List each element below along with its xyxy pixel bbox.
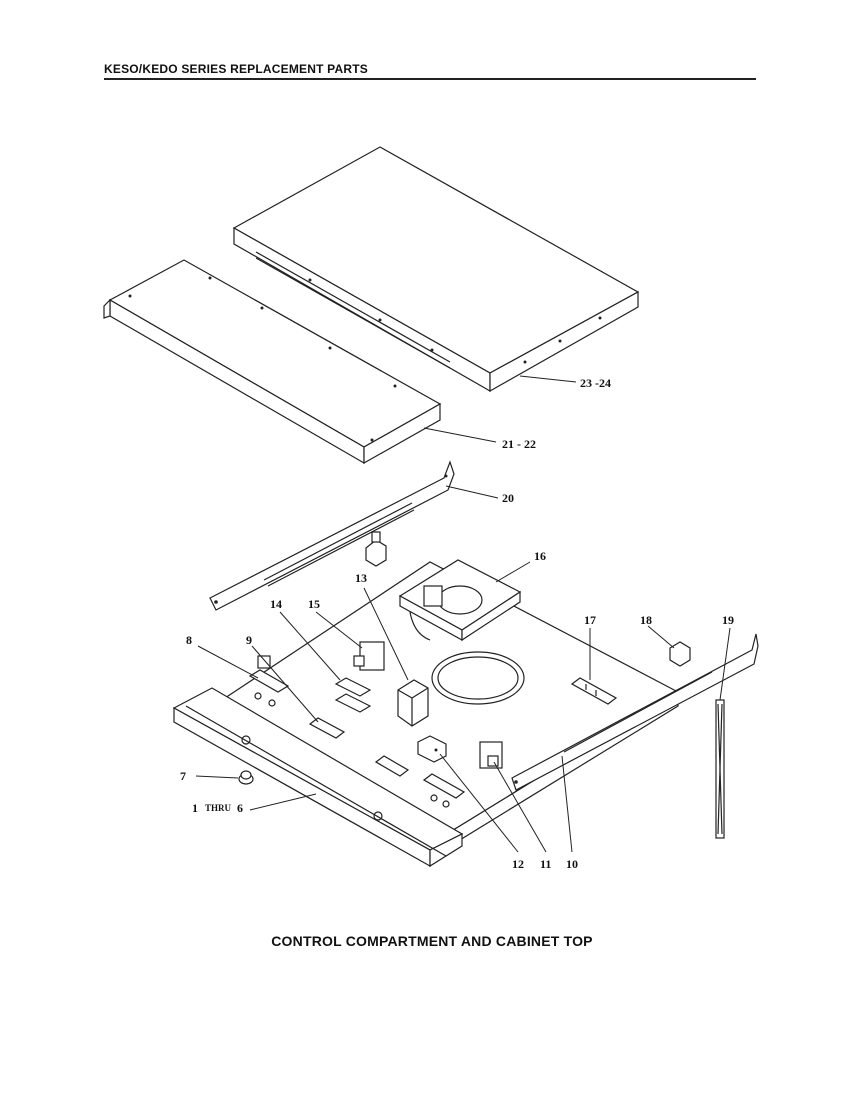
part-10-rail <box>511 633 759 791</box>
callout-9: 9 <box>246 633 252 647</box>
clip-bracket <box>365 531 387 567</box>
callout-12: 12 <box>512 857 524 871</box>
part-23-24-top-panel <box>232 146 640 393</box>
callout-7: 7 <box>180 769 186 783</box>
page-header-title: KESO/KEDO SERIES REPLACEMENT PARTS <box>104 62 368 76</box>
part-18-clip <box>669 641 691 667</box>
callout-21-22: 21 - 22 <box>502 437 536 451</box>
callout-18: 18 <box>640 613 652 627</box>
part-19-wire-harness <box>715 699 725 839</box>
small-connectors <box>374 755 466 808</box>
part-7-knob <box>238 770 254 785</box>
callout-13: 13 <box>355 571 367 585</box>
diagram-caption: CONTROL COMPARTMENT AND CABINET TOP <box>271 933 593 949</box>
callout-1: 1 <box>192 801 198 815</box>
part-16-fan-motor <box>398 559 522 642</box>
callout-17: 17 <box>584 613 596 627</box>
leader-lines <box>195 375 731 853</box>
callout-23-24: 23 -24 <box>580 376 611 390</box>
callout-20: 20 <box>502 491 514 505</box>
part-1-6-front-trim <box>172 687 464 868</box>
callout-14: 14 <box>270 597 282 611</box>
callout-16: 16 <box>534 549 546 563</box>
part-17-terminal-block <box>570 677 618 705</box>
part-8-bracket <box>248 655 290 707</box>
part-13-relay <box>397 679 429 727</box>
part-14-terminal-block <box>334 677 372 713</box>
part-15-transformer <box>353 641 385 671</box>
callout-19: 19 <box>722 613 734 627</box>
callout-8: 8 <box>186 633 192 647</box>
header-rule <box>104 78 756 80</box>
callout-6: 6 <box>237 801 243 815</box>
callout-thru: THRU <box>205 803 232 813</box>
callout-10: 10 <box>566 857 578 871</box>
blower-ring <box>431 651 525 705</box>
callout-15: 15 <box>308 597 320 611</box>
part-12-switch <box>417 735 447 763</box>
part-9-terminal-block <box>308 717 346 739</box>
callout-11: 11 <box>540 857 551 871</box>
part-11-transformer <box>479 741 503 769</box>
part-20-rail <box>209 460 455 611</box>
part-21-22-top-panel <box>103 259 442 465</box>
